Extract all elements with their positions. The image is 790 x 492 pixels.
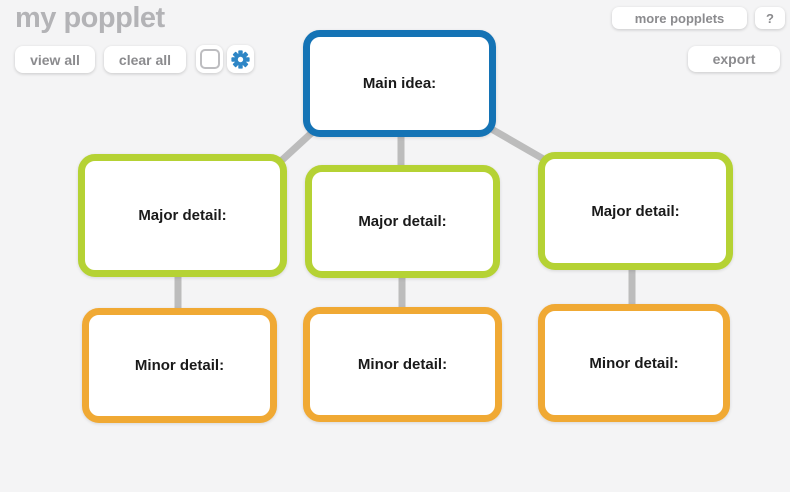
node-minor-detail-center[interactable]: Minor detail: [303, 307, 502, 422]
help-button[interactable]: ? [755, 7, 785, 29]
clear-all-button[interactable]: clear all [104, 46, 186, 73]
node-major-detail-left[interactable]: Major detail: [78, 154, 287, 277]
node-label: Minor detail: [589, 354, 679, 372]
node-label: Major detail: [358, 213, 447, 230]
node-main-idea[interactable]: Main idea: [303, 30, 496, 137]
connector [486, 123, 549, 165]
node-label: Main idea: [362, 75, 437, 92]
node-major-detail-center[interactable]: Major detail: [305, 165, 500, 278]
node-label: Major detail: [591, 202, 680, 220]
node-label: Minor detail: [134, 357, 225, 374]
node-minor-detail-left[interactable]: Minor detail: [82, 308, 277, 423]
export-button[interactable]: export [688, 46, 780, 72]
node-label: Minor detail: [357, 356, 448, 373]
node-major-detail-right[interactable]: Major detail: [538, 152, 733, 270]
node-minor-detail-right[interactable]: Minor detail: [538, 304, 730, 422]
rounded-square-icon [199, 49, 220, 69]
more-popplets-button[interactable]: more popplets [612, 7, 747, 29]
node-label: Major detail: [138, 207, 227, 224]
gear-icon [231, 49, 250, 69]
color-toggle-button[interactable] [196, 45, 223, 73]
settings-button[interactable] [227, 45, 254, 73]
view-all-button[interactable]: view all [15, 46, 95, 73]
page-title: my popplet [15, 2, 165, 34]
